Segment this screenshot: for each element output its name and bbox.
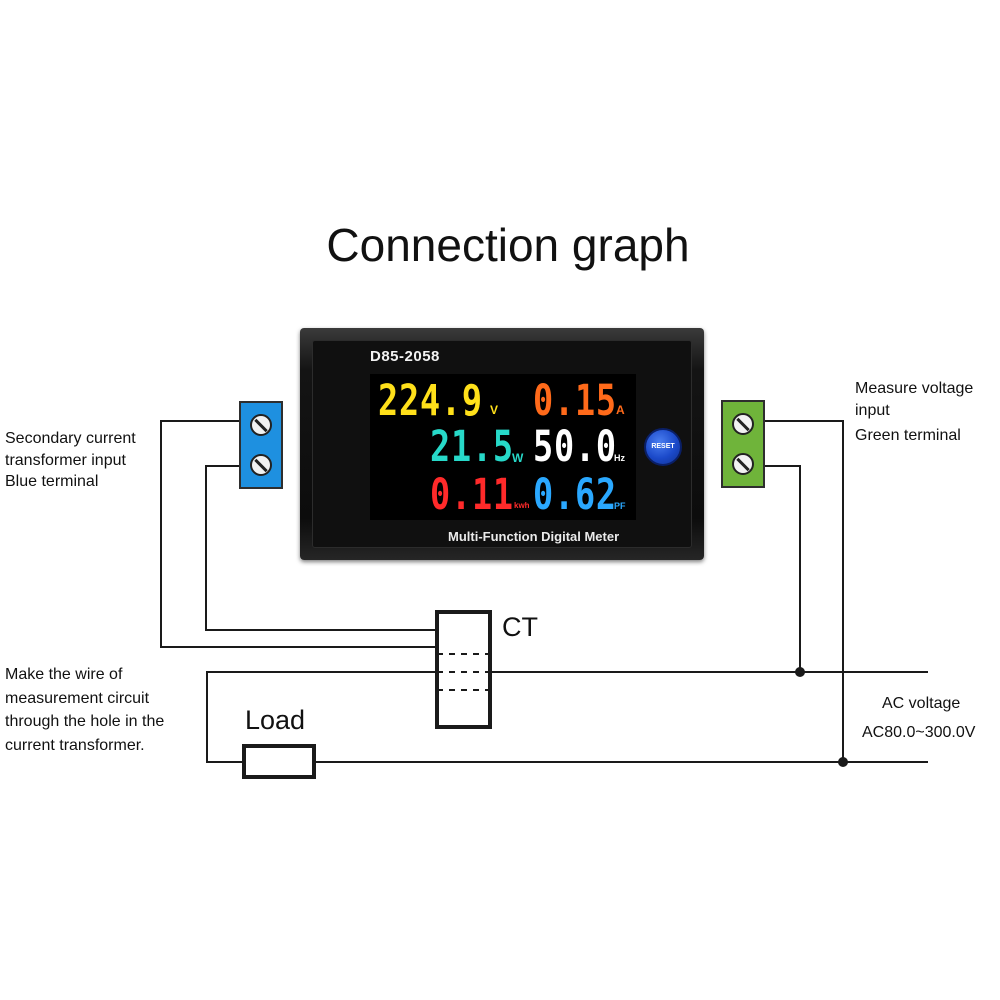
secondary-label: Secondary current transformer input Blue… [5,430,136,490]
ac-range-label: AC80.0~300.0V [862,724,976,741]
voltage-wire-2 [765,420,844,762]
power-factor-unit: PF [614,501,626,511]
ac-voltage-label: AC voltage [882,695,961,712]
diagram-title: Connection graph [326,219,690,271]
power-factor-reading: 0.62 [533,470,617,520]
meter-model: D85-2058 [370,348,440,365]
ct-label: CT [502,612,538,642]
voltage-reading: 224.9 [378,376,483,426]
meter-screen [370,374,636,520]
junction-dot-live [795,667,805,677]
load-label: Load [245,705,306,735]
power-unit: W [512,451,524,465]
power-reading: 21.5 [430,422,514,472]
ct-wire-inner [205,465,437,631]
ct-wire-outer [160,420,437,648]
junction-dot-neutral [838,757,848,767]
measure-voltage-label: Measure voltage input [855,380,974,419]
current-reading: 0.15 [533,376,617,426]
screw-icon [250,454,272,476]
green-terminal [721,400,765,488]
screw-icon [250,414,272,436]
frequency-unit: Hz [614,453,625,463]
screw-icon [732,453,754,475]
energy-reading: 0.11 [430,470,514,520]
current-transformer [435,610,492,729]
reset-button[interactable]: RESET [644,428,682,466]
wire-instruction-label: Make the wire of measurement circuit thr… [5,666,165,754]
energy-unit: kwh [514,501,530,510]
meter-name: Multi-Function Digital Meter [448,529,620,544]
current-unit: A [616,403,625,417]
green-terminal-label: Green terminal [855,427,961,444]
load-resistor [242,744,316,779]
frequency-reading: 50.0 [533,422,617,472]
screw-icon [732,413,754,435]
blue-terminal [239,401,283,489]
load-loop-wire [206,671,437,763]
voltage-wire-1 [765,465,801,672]
voltage-unit: V [490,403,499,417]
